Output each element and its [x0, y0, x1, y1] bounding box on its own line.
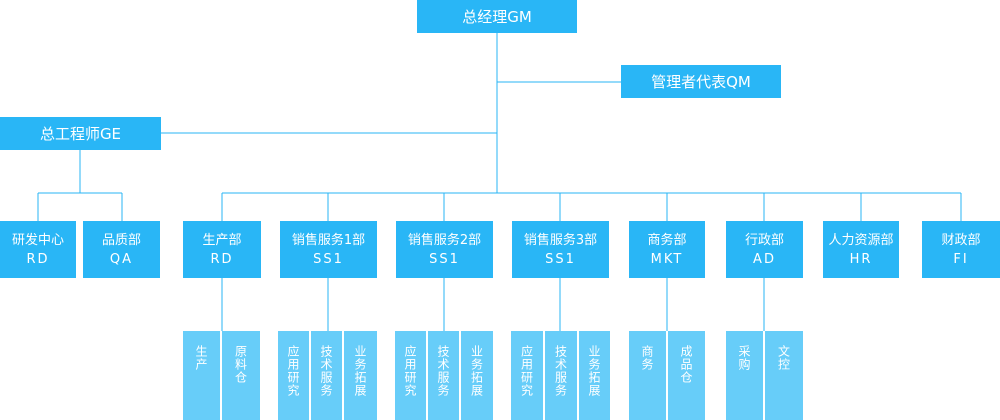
sub-label: 技术服务: [553, 345, 568, 397]
dept-code: SS1: [313, 251, 344, 267]
sub-box-sales1-1: 技术服务: [311, 331, 342, 420]
ge-box: 总工程师GE: [0, 117, 161, 150]
sub-box-sales2-1: 技术服务: [428, 331, 459, 420]
sub-label: 原料仓: [233, 345, 248, 384]
dept-name: 财政部: [941, 232, 981, 248]
sub-box-business-1: 成品仓: [668, 331, 705, 420]
dept-code: QA: [109, 251, 134, 267]
sub-box-business-0: 商务: [629, 331, 666, 420]
qm-box: 管理者代表QM: [621, 65, 781, 98]
dept-box-production: 生产部 RD: [183, 221, 261, 278]
dept-box-finance: 财政部 FI: [922, 221, 1000, 278]
dept-code: SS1: [429, 251, 460, 267]
dept-code: MKT: [650, 251, 684, 267]
dept-code: HR: [849, 251, 873, 267]
sub-label: 商务: [640, 345, 654, 371]
sub-label: 业务拓展: [587, 345, 601, 397]
dept-code: SS1: [545, 251, 576, 267]
sub-box-sales2-0: 应用研究: [395, 331, 426, 420]
dept-name: 生产部: [202, 232, 242, 248]
sub-box-sales1-0: 应用研究: [278, 331, 309, 420]
dept-name: 行政部: [744, 232, 784, 248]
sub-box-admin-0: 采购: [726, 331, 763, 420]
sub-box-sales1-2: 业务拓展: [344, 331, 377, 420]
dept-box-sales-1: 销售服务1部 SS1: [280, 221, 377, 278]
gm-box: 总经理GM: [417, 0, 577, 33]
sub-box-admin-1: 文控: [765, 331, 803, 420]
sub-label: 应用研究: [286, 345, 300, 397]
sub-label: 生产: [194, 345, 208, 371]
dept-name: 品质部: [101, 232, 141, 248]
dept-box-rd-center: 研发中心 RD: [0, 221, 76, 278]
sub-label: 应用研究: [403, 345, 417, 397]
dept-box-admin: 行政部 AD: [726, 221, 803, 278]
dept-box-qa: 品质部 QA: [83, 221, 160, 278]
qm-label: 管理者代表QM: [651, 73, 751, 91]
dept-box-sales-2: 销售服务2部 SS1: [396, 221, 493, 278]
sub-label: 采购: [737, 345, 751, 371]
sub-label: 技术服务: [436, 345, 450, 397]
dept-box-hr: 人力资源部 HR: [823, 221, 899, 278]
dept-name: 销售服务1部: [291, 232, 366, 248]
sub-box-sales2-2: 业务拓展: [461, 331, 493, 420]
sub-box-production-0: 生产: [183, 331, 220, 420]
dept-name: 人力资源部: [828, 232, 894, 248]
sub-box-sales3-0: 应用研究: [511, 331, 543, 420]
sub-box-sales3-2: 业务拓展: [579, 331, 610, 420]
sub-label: 业务拓展: [353, 345, 367, 397]
dept-box-business: 商务部 MKT: [629, 221, 705, 278]
sub-box-production-1: 原料仓: [222, 331, 260, 420]
sub-label: 应用研究: [519, 345, 534, 397]
dept-code: RD: [26, 251, 50, 267]
dept-box-sales-3: 销售服务3部 SS1: [512, 221, 609, 278]
dept-code: RD: [210, 251, 234, 267]
dept-name: 研发中心: [11, 232, 64, 248]
sub-label: 业务拓展: [469, 345, 484, 397]
dept-code: AD: [753, 251, 776, 267]
dept-name: 销售服务2部: [407, 232, 482, 248]
dept-name: 销售服务3部: [523, 232, 598, 248]
sub-box-sales3-1: 技术服务: [545, 331, 577, 420]
ge-label: 总工程师GE: [39, 125, 122, 143]
dept-name: 商务部: [647, 232, 687, 248]
gm-label: 总经理GM: [462, 8, 532, 26]
sub-label: 技术服务: [319, 345, 333, 397]
dept-code: FI: [953, 251, 969, 267]
sub-label: 文控: [776, 345, 791, 371]
sub-label: 成品仓: [679, 345, 693, 384]
